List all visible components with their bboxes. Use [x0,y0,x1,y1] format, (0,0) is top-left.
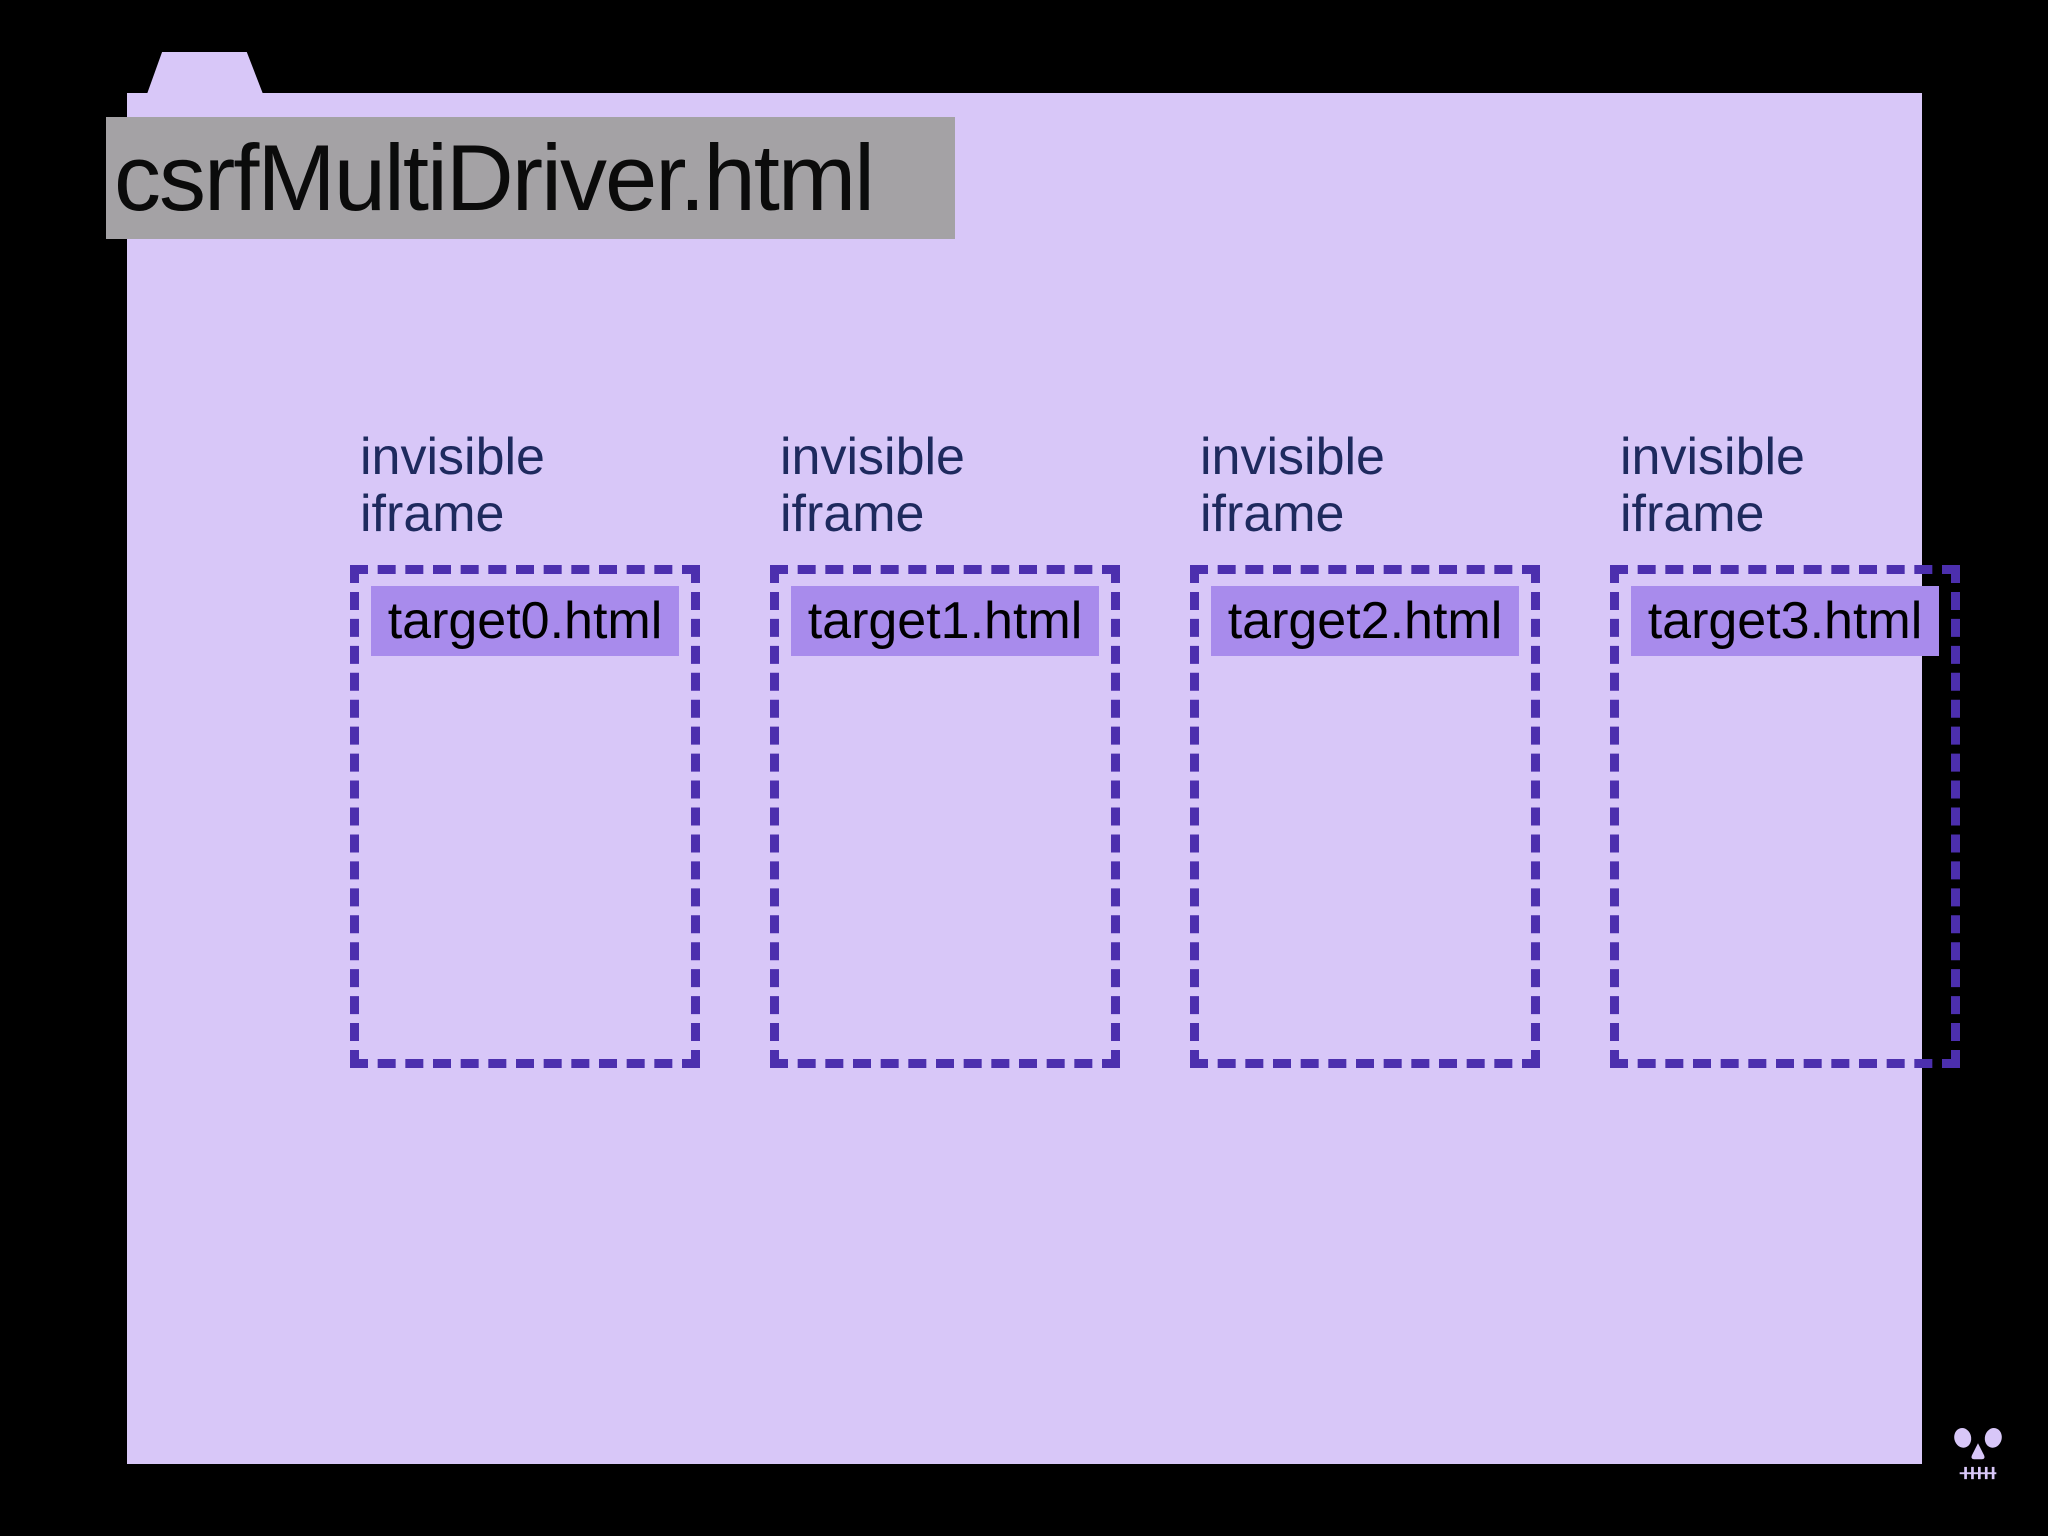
iframe-column: invisible iframe target0.html [350,429,700,1068]
iframe-label: invisible iframe [360,428,545,543]
iframe-label: invisible iframe [1200,428,1385,543]
invisible-iframe-box: target2.html [1190,565,1540,1068]
target-file-label: target0.html [371,586,679,656]
iframe-label: invisible iframe [1620,428,1805,543]
target-file-label: target2.html [1211,586,1519,656]
iframe-column: invisible iframe target2.html [1190,429,1540,1068]
iframe-label: invisible iframe [780,428,965,543]
iframe-column: invisible iframe target3.html [1610,429,1960,1068]
folder-tab [147,52,263,94]
invisible-iframe-box: target1.html [770,565,1120,1068]
invisible-iframe-box: target0.html [350,565,700,1068]
page-title-bar: csrfMultiDriver.html [106,117,955,239]
skull-crossbones-icon [1933,1399,2023,1536]
target-file-label: target1.html [791,586,1099,656]
invisible-iframe-box: target3.html [1610,565,1960,1068]
iframe-column: invisible iframe target1.html [770,429,1120,1068]
driver-page: invisible iframe target0.html invisible … [127,93,2023,1536]
page-title: csrfMultiDriver.html [114,125,875,230]
target-file-label: target3.html [1631,586,1939,656]
